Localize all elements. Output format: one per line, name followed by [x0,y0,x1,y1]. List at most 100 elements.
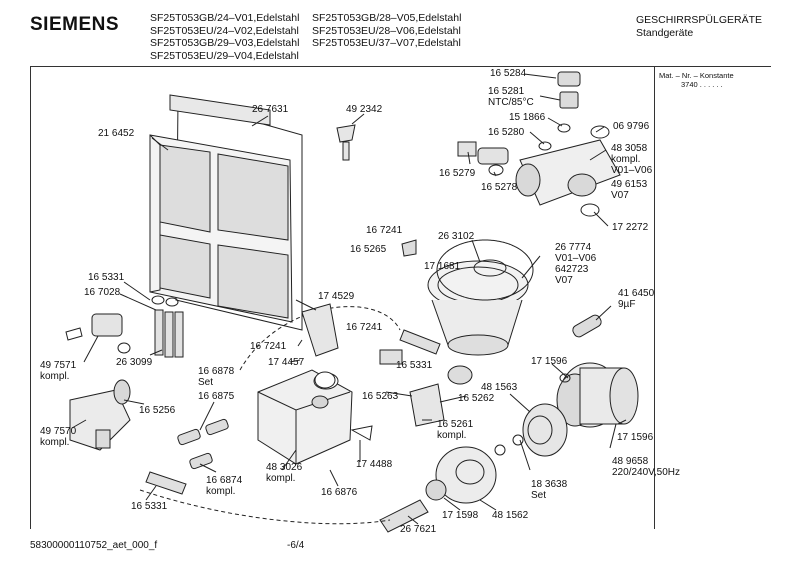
inlet-valve-assembly [69,379,131,451]
callout-16-5263: 16 5263 [362,391,398,402]
model-line: SF25T053EU/29–V04,Edelstahl [150,49,299,62]
callout-06-9796: 06 9796 [613,121,649,132]
callout-line: V01–V06 [611,165,653,176]
callout-line: 48 9658 [612,456,649,467]
callout-16-7241-a: 16 7241 [366,225,402,236]
capacitor [572,314,602,338]
callout-line: 15 1866 [509,112,546,123]
callout-line: 26 7621 [400,524,437,535]
callout-21-6452: 21 6452 [98,128,134,139]
callout-line: 49 6153 [611,179,648,190]
callout-line: 16 7241 [346,322,383,333]
callout-16-5279: 16 5279 [439,168,475,179]
callout-line: 17 1681 [424,261,461,272]
callout-line: 48 1562 [492,510,529,521]
callout-line: 16 5265 [350,244,387,255]
callout-line: 21 6452 [98,128,135,139]
callout-line: Set [198,377,214,388]
callout-17-1596-b: 17 1596 [617,432,653,443]
callout-line: 17 2272 [612,222,649,233]
callout-line: 16 5331 [88,272,125,283]
callout-16-7028: 16 7028 [84,287,120,298]
callout-line: 41 6450 [618,288,655,299]
callout-line: 26 3099 [116,357,153,368]
callout-16-5278: 16 5278 [481,182,517,193]
side-panel-title: Mat. – Nr. – Konstante [659,71,734,80]
callout-line: 17 4488 [356,459,393,470]
circulation-pump-motor [556,362,639,428]
callout-16-5331-c: 16 5331 [131,501,167,512]
callout-17-2272: 17 2272 [612,222,648,233]
callout-line: kompl. [437,430,467,441]
callout-16-5280: 16 5280 [488,127,524,138]
aquastop-valve [65,313,131,354]
nozzle-part [336,124,356,161]
callout-line: 16 5331 [131,501,168,512]
callout-line: 16 7241 [250,341,287,352]
callout-line: 16 7028 [84,287,121,298]
hose-lower-left [145,471,187,495]
callout-line: 17 4457 [268,357,305,368]
callout-line: 16 5281 [488,86,525,97]
callout-line: 48 1563 [481,382,518,393]
callout-16-5262: 16 5262 [458,393,494,404]
callout-17-4488: 17 4488 [356,459,392,470]
callout-line: 16 5284 [490,68,527,79]
callout-line: Set [531,490,547,501]
callout-16-5331-a: 16 5331 [88,272,124,283]
callout-line: 26 3102 [438,231,475,242]
callout-line: 220/240V,50Hz [612,467,681,478]
callout-17-1681: 17 1681 [424,261,460,272]
callout-16-5256: 16 5256 [139,405,175,416]
callout-line: 48 3058 [611,143,648,154]
callout-16-5265: 16 5265 [350,244,386,255]
document-id: 58300000110752_aet_000_f [30,540,158,551]
callout-line: V07 [611,190,629,201]
callout-17-1598: 17 1598 [442,510,478,521]
callout-16-5331-b: 16 5331 [396,360,432,371]
callout-line: kompl. [40,437,70,448]
callout-16-5284: 16 5284 [490,68,526,79]
callout-17-4529: 17 4529 [318,291,354,302]
hose-left [154,309,184,358]
side-panel: Mat. – Nr. – Konstante 3740 . . . . . . [654,66,771,529]
callout-line: kompl. [611,154,641,165]
callout-line: 9µF [618,299,636,310]
callout-line: V07 [555,275,573,286]
callout-line: 16 5280 [488,127,525,138]
pump-housing [494,403,568,457]
callout-line: 26 7774 [555,242,592,253]
model-line: SF25T053EU/37–V07,Edelstahl [312,37,461,49]
callout-16-7241-c: 16 7241 [250,341,286,352]
callout-line: 16 5262 [458,393,495,404]
model-line: SF25T053GB/29–V03,Edelstahl [150,37,300,49]
side-panel-value: 3740 . . . . . . [681,80,723,89]
impeller-housing [425,446,497,504]
callout-line: V01–V06 [555,253,597,264]
callout-line: 16 6876 [321,487,358,498]
callout-26-3099: 26 3099 [116,357,152,368]
callout-line: 16 6878 [198,366,235,377]
callout-26-3102: 26 3102 [438,231,474,242]
model-list-2: SF25T053GB/28–V05,Edelstahl SF25T053EU/2… [312,12,461,50]
category-subtitle: Standgeräte [636,26,694,39]
model-line: SF25T053GB/28–V05,Edelstahl [312,12,462,24]
callout-line: kompl. [40,371,70,382]
callout-15-1866: 15 1866 [509,112,545,123]
callout-line: 06 9796 [613,121,650,132]
callout-line: 49 7571 [40,360,77,371]
callout-26-7621: 26 7621 [400,524,436,535]
callout-line: 16 5279 [439,168,476,179]
callout-line: 16 7241 [366,225,403,236]
callout-line: 49 7570 [40,426,77,437]
drain-hose [379,499,429,533]
